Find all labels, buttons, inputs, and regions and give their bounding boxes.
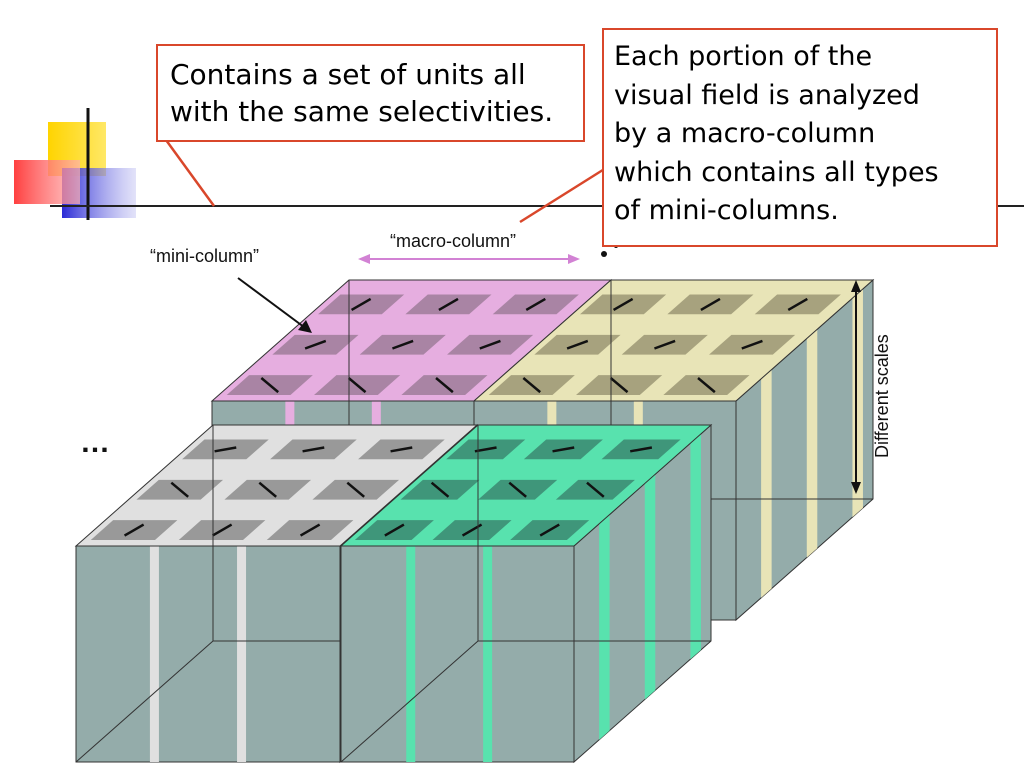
deco-red-square [14,160,80,204]
callout-same-selectivities: Contains a set of units all with the sam… [156,44,585,142]
mini-column-front-strip [406,546,416,762]
orientation-tick [304,339,327,350]
mini-column-label: “mini-column” [150,246,259,266]
mini-column-front-strip [483,546,493,762]
orientation-tick [700,297,721,311]
scales-label: Different scales [872,334,892,458]
orientation-tick [566,339,589,350]
diagram-annotations: “mini-column” “macro-column” Different s… [80,231,892,494]
mini-column-side-strip [761,369,772,598]
orientation-tick [211,523,233,537]
mini-column-arrowhead [298,320,312,333]
orientation-tick [347,377,367,394]
mini-column-side-strip [690,433,701,660]
orientation-tick [260,377,280,394]
mini-column-front-strip [237,546,247,762]
mini-column-arrow [237,277,309,331]
orientation-tick [741,339,763,350]
orientation-tick [299,523,321,537]
orientation-tick [302,446,325,453]
dot-marker [601,251,607,257]
orientation-tick [552,446,575,453]
macro-column-arrowhead-right [568,254,580,264]
orientation-tick [258,481,277,498]
slide-decoration [14,108,1024,220]
mini-column-side-strip [806,329,818,558]
orientation-tick [525,297,546,311]
scales-arrowhead-bottom [851,482,861,494]
orientation-tick [586,481,605,498]
orientation-tick [435,377,454,394]
cube-back-edge [340,640,479,763]
orientation-tick [697,377,716,394]
callout-macro-column: Each portion of the visual field is anal… [602,28,998,247]
orientation-tick [539,523,560,537]
orientation-tick [654,339,676,350]
orientation-tick [170,481,189,498]
orientation-tick [629,446,653,453]
orientation-tick [612,297,634,311]
cube-front-face [75,545,341,763]
orientation-tick [787,297,808,311]
orientation-tick [479,339,501,350]
callout-left-pointer [164,139,216,207]
ellipsis-text: … [80,426,110,459]
orientation-tick [508,481,527,498]
orientation-tick [390,446,413,453]
orientation-tick [384,523,405,537]
orientation-tick [350,297,372,311]
mini-column-front-strip [149,546,159,762]
scales-arrowhead-top [851,280,861,292]
cube-back-edge [75,640,214,763]
orientation-tick [346,481,365,498]
orientation-tick [438,297,459,311]
cube-front-face [340,545,575,763]
orientation-tick [123,523,145,537]
orientation-tick [430,481,450,498]
orientation-tick [214,446,237,453]
orientation-tick [609,377,629,394]
mini-column-side-strip [599,514,610,740]
orientation-tick [522,377,542,394]
orientation-tick [392,339,414,350]
macro-column-arrowhead-left [358,254,370,264]
callout-right-pointer [519,166,607,224]
macro-column-label: “macro-column” [390,231,516,251]
mini-column-side-strip [644,474,656,700]
macro-column-green [339,423,713,764]
